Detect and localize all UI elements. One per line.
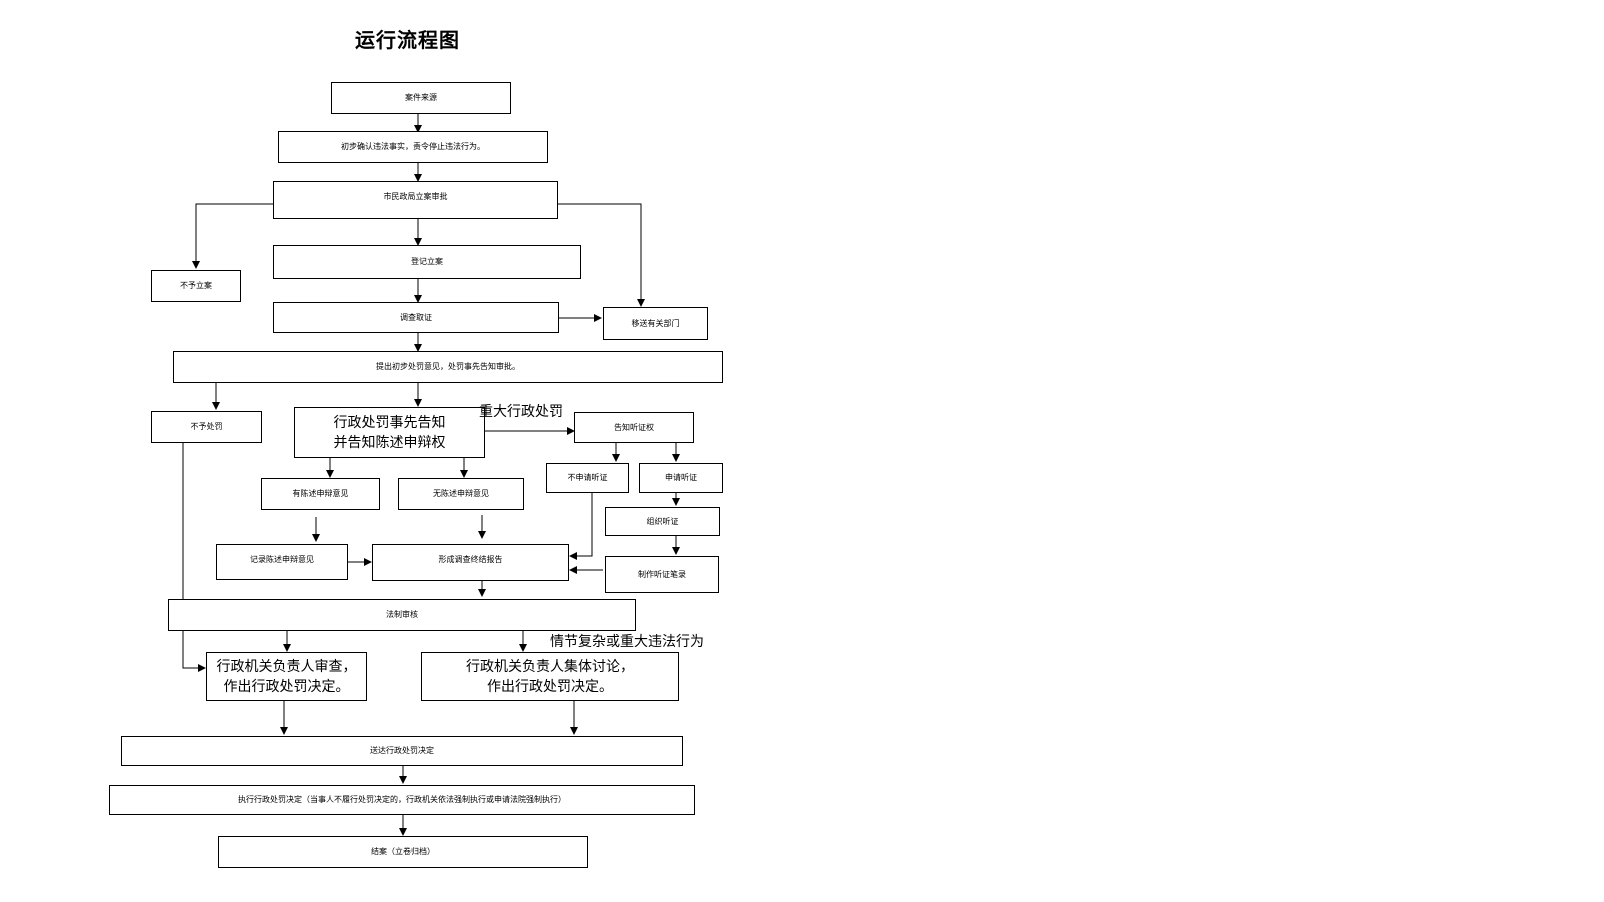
node-apply-hearing: 申请听证 [639, 463, 723, 493]
node-no-penalty: 不予处罚 [151, 411, 262, 443]
arrow-approval-to-no-case [192, 203, 273, 269]
node-register-case: 登记立案 [273, 245, 581, 279]
node-record-defense: 记录陈述申辩意见 [216, 544, 348, 580]
node-no-hearing: 不申请听证 [546, 463, 629, 493]
prior-notice-line2: 并告知陈述申辩权 [333, 434, 446, 451]
node-hearing-right: 告知听证权 [574, 412, 694, 443]
label-major-penalty: 重大行政处罚 [479, 404, 563, 420]
prior-notice-line1: 行政处罚事先告知 [333, 414, 446, 431]
arrow-no-penalty-to-review [182, 443, 206, 672]
arrow-no-hearing-to-report [569, 493, 593, 560]
node-case-closed: 结案（立卷归档） [218, 836, 588, 868]
node-execute-decision: 执行行政处罚决定（当事人不履行处罚决定的，行政机关依法强制执行或申请法院强制执行… [109, 785, 695, 815]
head-review-line1: 行政机关负责人审查， [216, 658, 357, 675]
node-deliver-decision: 送达行政处罚决定 [121, 736, 683, 766]
node-no-defense: 无陈述申辩意见 [398, 478, 524, 510]
node-organize-hearing: 组织听证 [605, 507, 720, 536]
collective-line2: 作出行政处罚决定。 [487, 678, 613, 695]
node-has-defense: 有陈述申辩意见 [261, 478, 380, 510]
node-transfer: 移送有关部门 [603, 307, 708, 340]
node-collective-discussion: 行政机关负责人集体讨论， 作出行政处罚决定。 [421, 652, 679, 701]
label-complex-case: 情节复杂或重大违法行为 [550, 634, 704, 650]
node-prior-notice: 行政处罚事先告知 并告知陈述申辩权 [294, 407, 485, 458]
node-head-review: 行政机关负责人审查， 作出行政处罚决定。 [206, 652, 367, 701]
arrow-approval-to-transfer [558, 203, 645, 307]
node-propose-penalty: 提出初步处罚意见，处罚事先告知审批。 [173, 351, 723, 383]
node-final-report: 形成调查终结报告 [372, 544, 569, 581]
collective-line1: 行政机关负责人集体讨论， [466, 658, 634, 675]
node-case-approval: 市民政局立案审批 [273, 181, 558, 219]
node-hearing-record: 制作听证笔录 [605, 556, 719, 593]
node-case-source: 案件来源 [331, 82, 511, 114]
node-legal-review: 法制审核 [168, 599, 636, 631]
node-investigate: 调查取证 [273, 302, 559, 333]
head-review-line2: 作出行政处罚决定。 [223, 678, 350, 695]
diagram-title: 运行流程图 [355, 28, 460, 52]
node-initial-confirm: 初步确认违法事实，责令停止违法行为。 [278, 131, 548, 163]
node-no-case: 不予立案 [151, 270, 241, 302]
